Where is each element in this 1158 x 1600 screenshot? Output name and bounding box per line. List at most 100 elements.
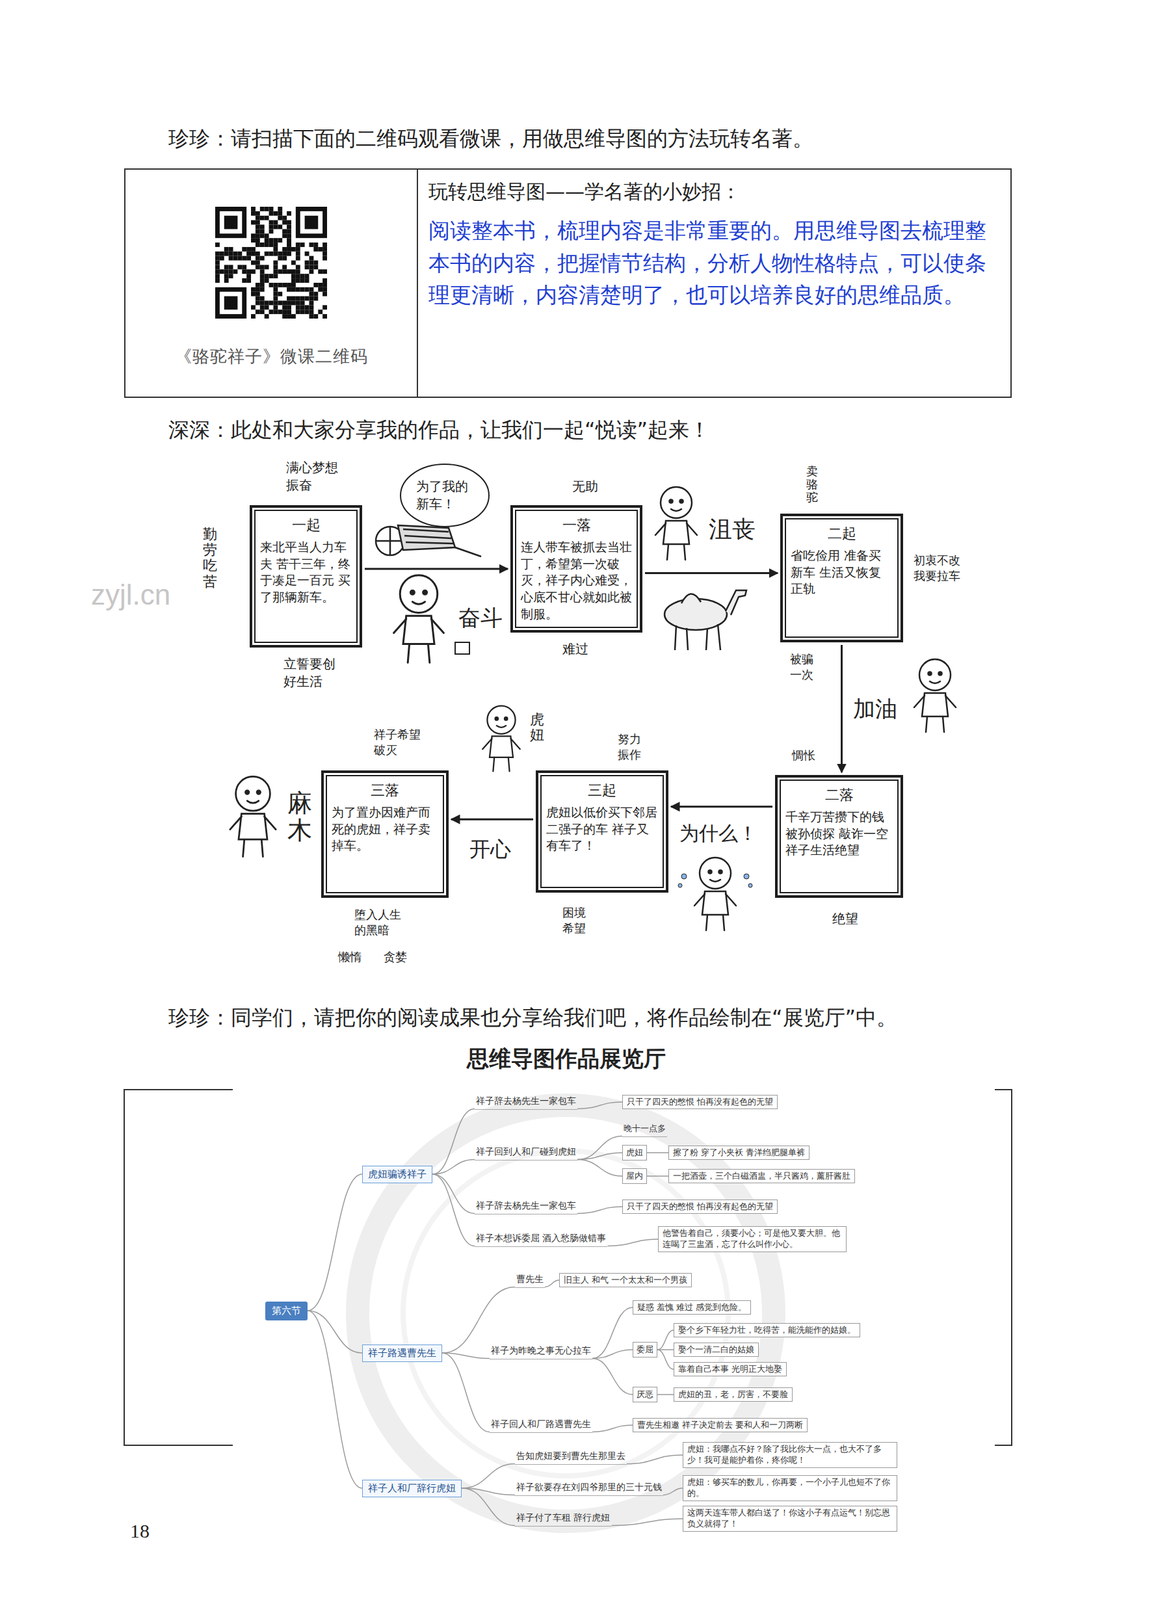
qr-module (241, 256, 247, 261)
qr-module (250, 314, 256, 319)
body-text: 虎妞骗诱祥子 (368, 1168, 427, 1181)
kid-figure (230, 776, 276, 857)
branch-line (657, 1330, 674, 1350)
detail-box: 靠着自己本事 光明正大地娶 (673, 1362, 787, 1378)
qr-module (282, 247, 287, 252)
qr-module (250, 260, 256, 266)
heading-text: 二起 (790, 524, 893, 544)
qr-module (219, 269, 225, 274)
annotation: 麻木 (287, 789, 313, 845)
qr-module (269, 237, 274, 243)
page-number: 18 (130, 1518, 150, 1545)
body-text: 虎妞：我哪点不好？除了我比你大一点，也大不了多少！我可是能护着你，疼你呢！ (687, 1444, 893, 1467)
dialogue-line: 深深：此处和大家分享我的作品，让我们一起“悦读”起来！ (168, 416, 711, 445)
plot-arrow (451, 818, 534, 821)
body-text: 他警告着自己，须要小心；可是他又要大胆。他连喝了三盅酒，忘了什么叫作小心。 (662, 1228, 843, 1251)
qr-module (273, 237, 278, 243)
qr-module (269, 206, 274, 212)
qr-module (317, 269, 323, 274)
speech-bubble (400, 464, 489, 527)
qr-module (295, 256, 301, 261)
qr-module (224, 247, 229, 252)
qr-module (304, 309, 310, 315)
qr-module (322, 256, 328, 261)
branch-line (577, 1206, 623, 1214)
plot-arrow (671, 805, 773, 808)
branch-line (544, 1280, 560, 1288)
qr-module (308, 300, 314, 305)
qr-module (291, 247, 296, 252)
qr-module (219, 256, 225, 261)
heading-text: 三落 (331, 780, 439, 801)
detail-box: 娶个一清二白的姑娘 (673, 1342, 759, 1358)
qr-module (300, 309, 305, 315)
body-text: 虎妞 (626, 1146, 644, 1159)
qr-module (277, 251, 283, 257)
body-text: 委屈 (636, 1343, 654, 1356)
qr-module (304, 215, 319, 230)
qr-module (286, 242, 292, 248)
annotation: 祥子希望 破灭 (373, 726, 426, 759)
body-text: 祥子付了车租 辞行虎妞 (516, 1512, 610, 1525)
qr-module (286, 228, 292, 234)
annotation: 绝望 (832, 910, 859, 928)
qr-module (286, 269, 292, 274)
qr-module (308, 314, 314, 319)
qr-module (304, 296, 310, 302)
qr-module (300, 273, 305, 279)
topic-item: 祥子辞去杨先生一家包车 (474, 1199, 578, 1215)
dialogue-line: 珍珍：请扫描下面的二维码观看微课，用做思维导图的方法玩转名著。 (168, 124, 814, 153)
qr-module (246, 269, 251, 274)
plot-arrow (364, 568, 508, 571)
qr-module (264, 242, 270, 248)
detail-box: 旧主人 和气 一个太太和一个男孩 (559, 1273, 692, 1289)
branch-line (611, 1518, 683, 1527)
qr-module (277, 269, 283, 274)
camel-drawing (664, 590, 747, 651)
section-title: 思维导图作品展览厅 (466, 1044, 666, 1075)
qr-module (269, 309, 274, 315)
annotation: 难过 (562, 640, 589, 658)
qr-module (304, 251, 310, 257)
qr-module (260, 300, 265, 305)
qr-module (260, 228, 265, 234)
qr-module (255, 256, 261, 261)
qr-module (269, 251, 274, 257)
qr-module (291, 273, 296, 279)
speech-text: 为了我的新车！ (416, 477, 474, 514)
annotation: 卖骆驼 (806, 464, 818, 504)
body-text: 祥子回人和厂路遇曹先生 (490, 1418, 592, 1431)
qr-module (215, 260, 220, 266)
body-text: 为了置办因难产而死的虎妞，祥子卖掉车。 (331, 804, 439, 855)
qr-module (228, 251, 234, 257)
branch-line (626, 1455, 683, 1465)
branch-line (592, 1307, 633, 1359)
qr-module (322, 291, 328, 297)
topic-item: 祥子欲要存在刘四爷那里的三十元钱 (514, 1481, 664, 1497)
qr-module (304, 287, 310, 292)
qr-module (260, 224, 265, 230)
qr-module (228, 269, 234, 274)
heading-text: 二落 (785, 785, 893, 805)
plot-box: 一落连人带车被抓去当壮丁，希望第一次破灭，祥子内心难受，心底不甘心就如此被制服。 (510, 505, 643, 633)
qr-module (255, 211, 261, 216)
body-text: 来北平当人力车夫 苦干三年，终于凑足一百元 买了那辆新车。 (260, 539, 352, 606)
qr-module (308, 256, 314, 261)
qr-module (282, 269, 287, 274)
qr-module (322, 282, 328, 288)
annotation: 惆怅 (791, 747, 816, 764)
qr-code (215, 206, 328, 319)
qr-module (273, 300, 278, 305)
qr-module (250, 220, 256, 225)
qr-module (277, 256, 283, 261)
qr-module (313, 242, 318, 248)
tag-box: 厌恶 (632, 1386, 658, 1403)
body-text: 屋内 (626, 1170, 644, 1183)
body-text: 虎妞的丑，老，厉害，不要脸 (678, 1389, 789, 1401)
qr-module (215, 242, 220, 248)
qr-module (255, 282, 261, 288)
topic-item: 祥子为昨晚之事无心拉车 (489, 1344, 593, 1360)
qr-module (246, 273, 251, 279)
branch-line (577, 1102, 623, 1110)
topic-item: 祥子回人和厂路遇曹先生 (489, 1418, 593, 1434)
